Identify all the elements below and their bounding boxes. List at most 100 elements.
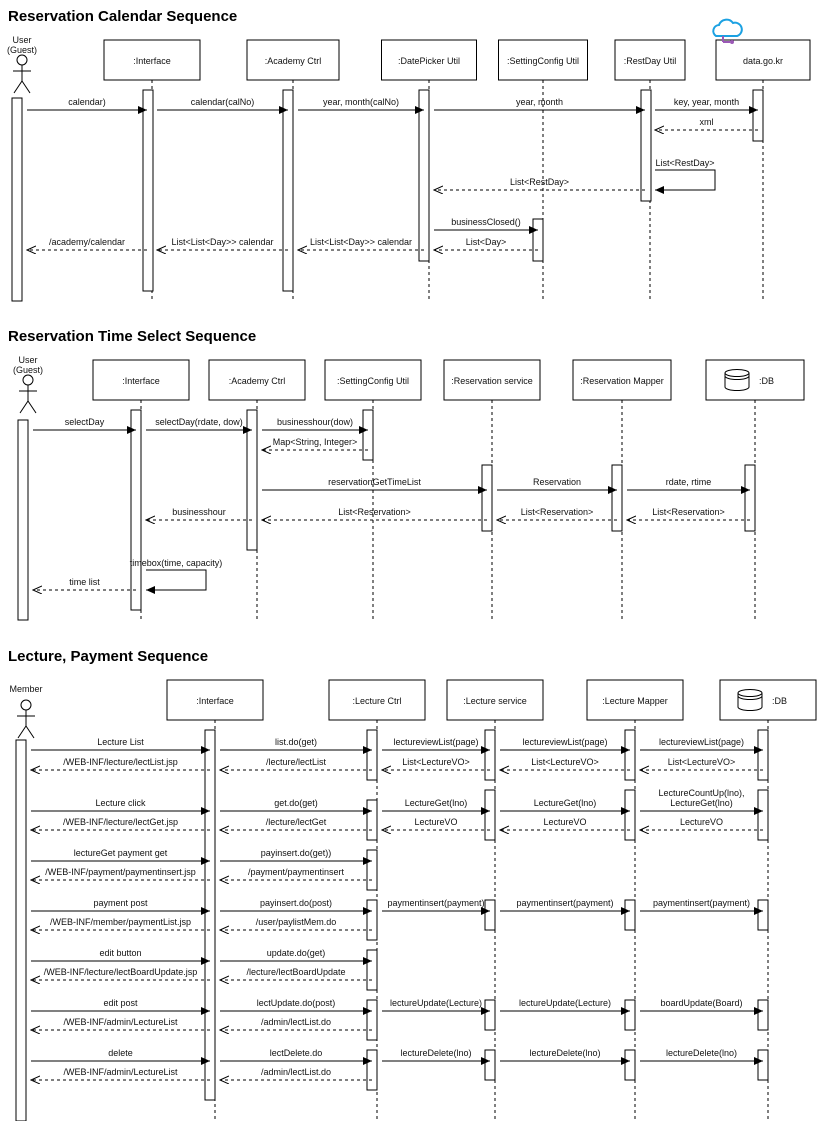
participant-label: :RestDay Util xyxy=(624,56,677,66)
call-message: get.do(get) xyxy=(220,798,372,815)
message-label: List<Reservation> xyxy=(521,507,594,517)
participant-rect xyxy=(614,39,686,81)
message-label: /WEB-INF/payment/paymentinsert.jsp xyxy=(45,867,196,877)
reply-message: /WEB-INF/lecture/lectBoardUpdate.jsp xyxy=(31,967,210,980)
activation-bar xyxy=(366,849,378,891)
participant-label: :DB xyxy=(772,696,787,706)
activation-bar xyxy=(204,729,216,1101)
message-label: key, year, month xyxy=(674,97,739,107)
reply-message: /WEB-INF/lecture/lectList.jsp xyxy=(31,757,210,770)
message-label: boardUpdate(Board) xyxy=(660,998,742,1008)
message-label: businesshour(dow) xyxy=(277,417,353,427)
call-message: key, year, month xyxy=(655,97,758,114)
activation-bar xyxy=(142,89,154,292)
activation-bar xyxy=(757,1049,769,1081)
participant-label: :Lecture Mapper xyxy=(602,696,668,706)
message-label: lectureDelete(lno) xyxy=(400,1048,471,1058)
activation-bar xyxy=(418,89,430,262)
message-label: paymentinsert(payment) xyxy=(516,898,613,908)
message-label: lectUpdate.do(post) xyxy=(257,998,336,1008)
reply-message: List<LectureVO> xyxy=(500,757,630,770)
message-label: List<LectureVO> xyxy=(402,757,470,767)
self-message: timebox(time, capacity) xyxy=(130,558,223,594)
reply-message: List<Reservation> xyxy=(262,507,487,520)
activation-bar xyxy=(611,464,623,532)
message-label: LectureCountUp(lno),LectureGet(lno) xyxy=(658,788,744,808)
call-message: update.do(get) xyxy=(220,948,372,965)
message-label: /WEB-INF/member/paymentList.jsp xyxy=(50,917,191,927)
call-message: businessClosed() xyxy=(434,217,538,234)
message-label: rdate, rtime xyxy=(666,477,712,487)
message-label: List<Reservation> xyxy=(338,507,411,517)
call-message: lectureGet payment get xyxy=(31,848,210,865)
participant-label: :Interface xyxy=(133,56,171,66)
call-message: lectureDelete(lno) xyxy=(640,1048,763,1065)
message-label: List<LectureVO> xyxy=(531,757,599,767)
message-label: /admin/lectList.do xyxy=(261,1067,331,1077)
participant-label: :Reservation Mapper xyxy=(580,376,664,386)
participant-box: :Lecture Ctrl xyxy=(328,679,426,1121)
call-message: lectureDelete(lno) xyxy=(382,1048,490,1065)
message-label: lectureDelete(lno) xyxy=(666,1048,737,1058)
message-label: lectureviewList(page) xyxy=(659,737,744,747)
actor-participant: Member xyxy=(9,684,43,739)
activation-bar xyxy=(366,1049,378,1091)
message-label: calendar(calNo) xyxy=(191,97,255,107)
participant-label: :Academy Ctrl xyxy=(265,56,322,66)
activation-bar xyxy=(532,218,544,262)
message-label: LectureVO xyxy=(414,817,457,827)
call-message: year, month xyxy=(434,97,645,114)
activation-bar xyxy=(624,729,636,781)
call-message: calendar(calNo) xyxy=(157,97,288,114)
section-title: Lecture, Payment Sequence xyxy=(8,648,208,665)
participant-rect xyxy=(92,359,190,401)
call-message: list.do(get) xyxy=(220,737,372,754)
participant-label: :DB xyxy=(759,376,774,386)
message-label: LectureGet(lno) xyxy=(534,798,597,808)
participant-label: :Reservation service xyxy=(451,376,533,386)
message-label: update.do(get) xyxy=(267,948,326,958)
reply-message: List<LectureVO> xyxy=(640,757,763,770)
message-label: timebox(time, capacity) xyxy=(130,558,223,568)
activation-bar xyxy=(752,89,764,142)
reply-message: List<Day> xyxy=(434,237,538,250)
participant-box: :Interface xyxy=(103,39,201,300)
activation-bar xyxy=(484,789,496,841)
activation-bar xyxy=(757,999,769,1031)
message-label: /payment/paymentinsert xyxy=(248,867,345,877)
activation-bar xyxy=(484,729,496,781)
section-title: Reservation Calendar Sequence xyxy=(8,8,237,25)
reply-message: /lecture/lectList xyxy=(220,757,372,770)
reply-message: /WEB-INF/admin/LectureList xyxy=(31,1017,210,1030)
reply-message: /lecture/lectGet xyxy=(220,817,372,830)
message-label: Lecture click xyxy=(95,798,146,808)
call-message: paymentinsert(payment) xyxy=(382,898,490,915)
activation-bar xyxy=(17,419,29,621)
participant-label: :Academy Ctrl xyxy=(229,376,286,386)
participant-box: :Reservation Mapper xyxy=(572,359,672,620)
self-message: List<RestDay> xyxy=(655,158,716,194)
message-label: List<LectureVO> xyxy=(668,757,736,767)
message-label: time list xyxy=(69,577,100,587)
message-label: lectureUpdate(Lecture) xyxy=(390,998,482,1008)
message-label: payinsert.do(get)) xyxy=(261,848,332,858)
reply-message: /admin/lectList.do xyxy=(220,1067,372,1080)
call-message: Lecture click xyxy=(31,798,210,815)
message-label: /WEB-INF/lecture/lectGet.jsp xyxy=(63,817,178,827)
reply-message: Map<String, Integer> xyxy=(262,437,368,450)
message-label: /WEB-INF/admin/LectureList xyxy=(63,1067,178,1077)
reply-message: LectureVO xyxy=(382,817,490,830)
reply-message: /payment/paymentinsert xyxy=(220,867,372,880)
participant-label: :Interface xyxy=(122,376,160,386)
participant-rect xyxy=(572,359,672,401)
reply-message: /WEB-INF/lecture/lectGet.jsp xyxy=(31,817,210,830)
call-message: reservationGetTimeList xyxy=(262,477,487,494)
participant-label: :SettingConfig Util xyxy=(507,56,579,66)
activation-bar xyxy=(757,789,769,841)
participant-label: :Lecture service xyxy=(463,696,527,706)
activation-bar xyxy=(484,999,496,1031)
reply-message: List<RestDay> xyxy=(434,177,645,190)
message-label: reservationGetTimeList xyxy=(328,477,421,487)
actor-label: User(Guest) xyxy=(13,355,43,375)
message-label: /admin/lectList.do xyxy=(261,1017,331,1027)
